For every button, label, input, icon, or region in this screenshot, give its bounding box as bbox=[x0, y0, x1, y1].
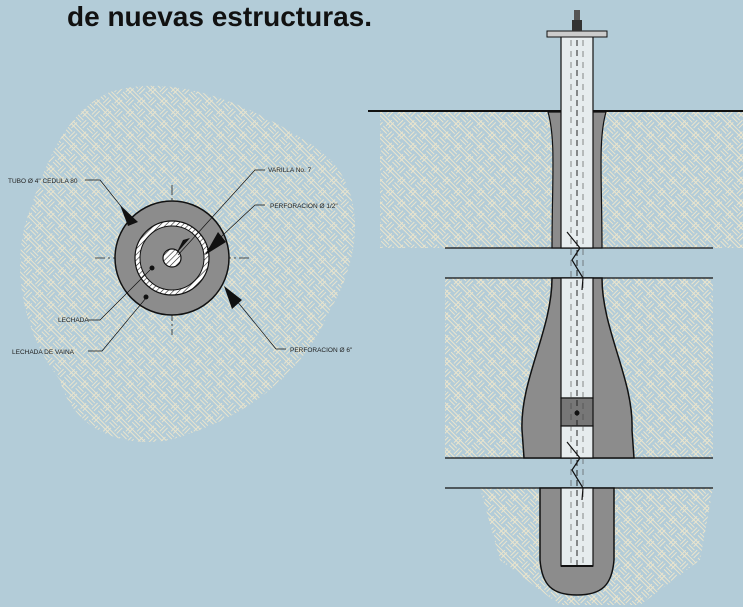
label-pipe: TUBO Ø 4" CEDULA 80 bbox=[8, 178, 78, 185]
sheath-grout-dot bbox=[143, 294, 149, 300]
rod-circle bbox=[162, 248, 182, 268]
label-rod: VARILLA No. 7 bbox=[268, 167, 312, 174]
label-sheath-grout: LECHADA DE VAINA bbox=[12, 349, 75, 356]
rod-tip bbox=[574, 10, 580, 20]
pipe-middle bbox=[560, 277, 594, 399]
label-outer-bore: PERFORACION Ø 6" bbox=[290, 347, 353, 354]
page-heading: de nuevas estructuras. bbox=[67, 1, 373, 32]
bearing-plate bbox=[546, 30, 608, 38]
anchor-nut bbox=[572, 20, 582, 31]
label-grout: LECHADA bbox=[58, 317, 89, 324]
label-inner-bore: PERFORACION Ø 1/2" bbox=[270, 203, 338, 210]
elevation-view bbox=[368, 10, 743, 605]
cross-section-view: TUBO Ø 4" CEDULA 80 VARILLA No. 7 PERFOR… bbox=[8, 85, 355, 442]
grout-dot bbox=[149, 265, 155, 271]
